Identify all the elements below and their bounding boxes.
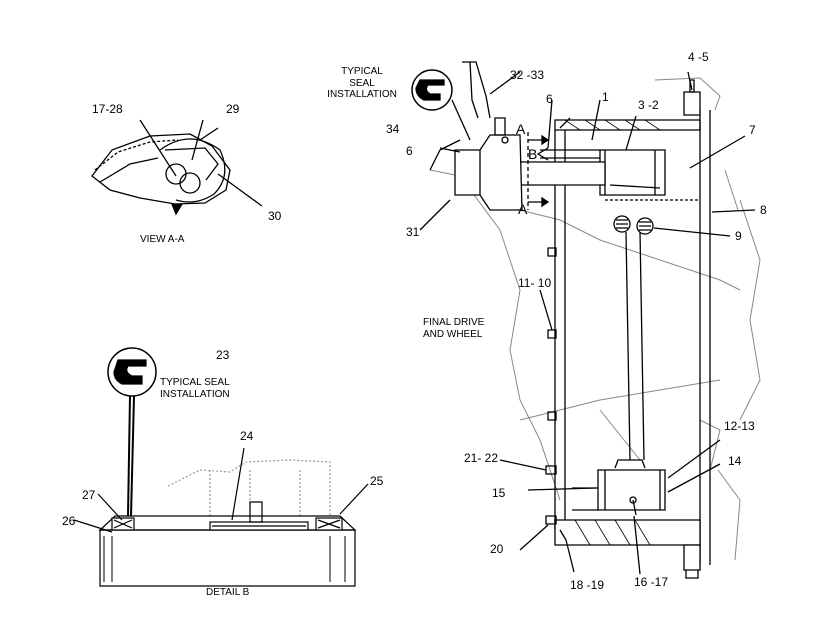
final-drive-caption: FINAL DRIVE AND WHEEL — [423, 317, 484, 340]
callout-34: 34 — [386, 122, 400, 136]
typical-seal-top-line2: SEAL — [349, 77, 375, 89]
callout-7: 7 — [749, 123, 756, 137]
callout-6-upper: 6 — [546, 92, 553, 106]
callout-16-17: 16 -17 — [634, 575, 669, 589]
callout-14: 14 — [728, 454, 742, 468]
callout-23: 23 — [216, 348, 230, 362]
callout-25: 25 — [370, 474, 384, 488]
typical-seal-caption-left: TYPICAL SEAL INSTALLATION — [160, 377, 230, 400]
callout-4-5: 4 -5 — [688, 50, 709, 64]
callout-3-2: 3 -2 — [638, 98, 659, 112]
callout-26: 26 — [62, 514, 76, 528]
typical-seal-left-line1: TYPICAL SEAL — [160, 377, 230, 388]
callout-30: 30 — [268, 209, 282, 223]
final-drive-line1: FINAL DRIVE — [423, 317, 485, 328]
typical-seal-top-line3: INSTALLATION — [327, 89, 397, 100]
callout-27: 27 — [82, 488, 96, 502]
final-drive-line2: AND WHEEL — [423, 328, 483, 340]
callout-20: 20 — [490, 542, 504, 556]
callout-32-33: 32 -33 — [510, 68, 545, 82]
callout-11-10: 11- 10 — [518, 276, 552, 290]
typical-seal-left-line2: INSTALLATION — [160, 388, 230, 400]
callout-21-22: 21- 22 — [464, 451, 499, 465]
section-mark-a-top: A — [516, 121, 526, 137]
typical-seal-caption-top: TYPICAL SEAL INSTALLATION — [314, 66, 410, 101]
section-mark-a-bottom: A — [518, 201, 528, 217]
callout-31: 31 — [406, 225, 420, 239]
callout-9: 9 — [735, 229, 742, 243]
section-mark-b: B — [528, 146, 538, 162]
callout-6-left: 6 — [406, 144, 413, 158]
callout-29: 29 — [226, 102, 240, 116]
callout-17-28: 17-28 — [92, 102, 123, 116]
view-aa-caption: VIEW A-A — [140, 234, 185, 245]
callout-24: 24 — [240, 429, 254, 443]
callout-8: 8 — [760, 203, 767, 217]
detail-b-caption: DETAIL B — [206, 587, 250, 598]
view-aa-drawing — [91, 119, 263, 216]
typical-seal-top-line1: TYPICAL — [341, 66, 383, 77]
callout-12-13: 12-13 — [724, 419, 755, 433]
final-drive-drawing — [411, 61, 761, 579]
callout-18-19: 18 -19 — [570, 578, 605, 592]
callout-15: 15 — [492, 486, 506, 500]
detail-b-drawing — [73, 347, 369, 587]
callout-1: 1 — [602, 90, 609, 104]
